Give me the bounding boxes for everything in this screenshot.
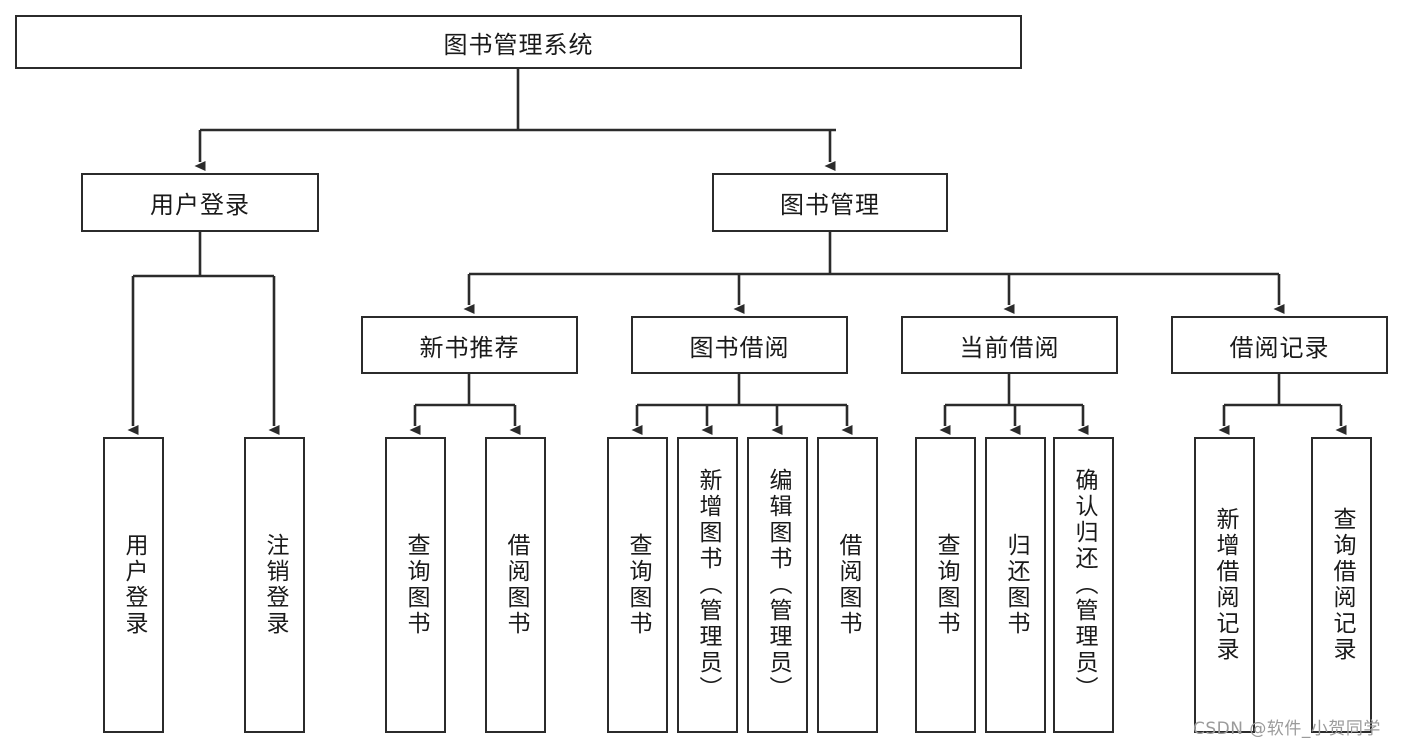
watermark: CSDN @软件_小贺同学 bbox=[1193, 719, 1381, 739]
node-leaf-borrow-book-1-label: 借阅图书 bbox=[503, 533, 529, 637]
node-leaf-query-book-2[interactable]: 查询图书 bbox=[607, 437, 668, 733]
node-leaf-add-book[interactable]: 新增图书（管理员） bbox=[677, 437, 738, 733]
node-leaf-borrow-book-1[interactable]: 借阅图书 bbox=[485, 437, 546, 733]
node-leaf-query-book-1-label: 查询图书 bbox=[403, 533, 429, 637]
node-leaf-user-login[interactable]: 用户登录 bbox=[103, 437, 164, 733]
node-leaf-confirm-return-label: 确认归还（管理员） bbox=[1071, 468, 1097, 702]
node-user-login[interactable]: 用户登录 bbox=[81, 173, 319, 232]
node-current-borrow[interactable]: 当前借阅 bbox=[901, 316, 1118, 374]
node-leaf-query-book-3-label: 查询图书 bbox=[933, 533, 959, 637]
node-leaf-add-book-label: 新增图书（管理员） bbox=[695, 468, 721, 702]
node-current-borrow-label: 当前借阅 bbox=[959, 333, 1060, 362]
node-leaf-borrow-book-2[interactable]: 借阅图书 bbox=[817, 437, 878, 733]
node-user-login-label: 用户登录 bbox=[150, 191, 250, 219]
node-new-book-recommend-label: 新书推荐 bbox=[419, 333, 520, 362]
node-leaf-user-login-label: 用户登录 bbox=[121, 533, 147, 637]
node-leaf-edit-book[interactable]: 编辑图书（管理员） bbox=[747, 437, 808, 733]
node-leaf-query-borrow-record-label: 查询借阅记录 bbox=[1329, 507, 1355, 663]
node-leaf-query-book-3[interactable]: 查询图书 bbox=[915, 437, 976, 733]
node-leaf-borrow-book-2-label: 借阅图书 bbox=[835, 533, 861, 637]
node-borrow-records[interactable]: 借阅记录 bbox=[1171, 316, 1388, 374]
node-leaf-query-borrow-record[interactable]: 查询借阅记录 bbox=[1311, 437, 1372, 733]
node-book-management[interactable]: 图书管理 bbox=[712, 173, 948, 232]
node-leaf-return-book-label: 归还图书 bbox=[1003, 533, 1029, 637]
node-borrow-records-label: 借阅记录 bbox=[1229, 333, 1330, 362]
node-book-borrow-label: 图书借阅 bbox=[689, 333, 790, 362]
node-leaf-return-book[interactable]: 归还图书 bbox=[985, 437, 1046, 733]
node-book-management-label: 图书管理 bbox=[780, 191, 880, 219]
node-leaf-logout-label: 注销登录 bbox=[262, 533, 288, 637]
node-root[interactable]: 图书管理系统 bbox=[15, 15, 1022, 69]
node-leaf-add-borrow-record-label: 新增借阅记录 bbox=[1212, 507, 1238, 663]
node-leaf-edit-book-label: 编辑图书（管理员） bbox=[765, 468, 791, 702]
node-new-book-recommend[interactable]: 新书推荐 bbox=[361, 316, 578, 374]
node-leaf-add-borrow-record[interactable]: 新增借阅记录 bbox=[1194, 437, 1255, 733]
node-book-borrow[interactable]: 图书借阅 bbox=[631, 316, 848, 374]
node-leaf-confirm-return[interactable]: 确认归还（管理员） bbox=[1053, 437, 1114, 733]
node-leaf-logout[interactable]: 注销登录 bbox=[244, 437, 305, 733]
node-root-label: 图书管理系统 bbox=[443, 30, 594, 59]
node-leaf-query-book-1[interactable]: 查询图书 bbox=[385, 437, 446, 733]
node-leaf-query-book-2-label: 查询图书 bbox=[625, 533, 651, 637]
